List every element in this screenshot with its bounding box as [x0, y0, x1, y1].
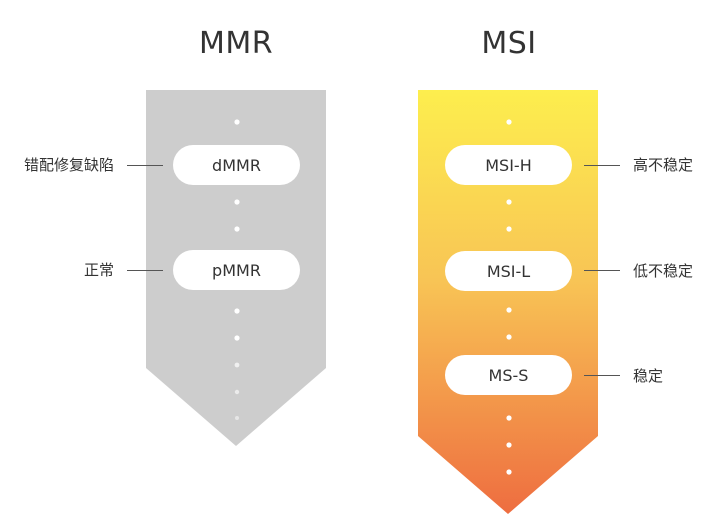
msi-dot — [506, 307, 512, 313]
msi-arrow-body — [418, 90, 598, 514]
msi-dot — [506, 469, 512, 475]
mmr-dot — [234, 226, 240, 232]
pmmr-pill: pMMR — [173, 250, 300, 290]
msi-dot — [506, 119, 512, 125]
mmr-dot — [234, 362, 240, 368]
mmr-dot — [234, 389, 240, 395]
mmr-dot — [235, 416, 239, 420]
dmmr-connector-line — [127, 165, 163, 166]
msi-l-connector-line — [584, 270, 620, 271]
mmr-column-title: MMR — [198, 26, 274, 61]
ms-s-pill: MS-S — [445, 355, 572, 395]
ms-s-connector-line — [584, 375, 620, 376]
pmmr-description: 正常 — [83, 261, 114, 279]
mmr-dot — [234, 308, 240, 314]
dmmr-description: 错配修复缺陷 — [23, 156, 114, 174]
msi-l-pill: MSI-L — [445, 251, 572, 291]
msi-dot — [506, 334, 512, 340]
msi-dot — [506, 442, 512, 448]
msi-dot — [506, 226, 512, 232]
msi-h-pill: MSI-H — [445, 145, 572, 185]
mmr-dot — [234, 119, 240, 125]
msi-column-title: MSI — [481, 26, 537, 61]
dmmr-pill: dMMR — [173, 145, 300, 185]
msi-dot — [506, 199, 512, 205]
msi-dot — [506, 415, 512, 421]
msi-arrow-shape — [418, 90, 598, 514]
ms-s-description: 稳定 — [633, 367, 664, 385]
msi-l-description: 低不稳定 — [633, 262, 694, 280]
pmmr-connector-line — [127, 270, 163, 271]
msi-h-description: 高不稳定 — [633, 156, 694, 174]
msi-h-connector-line — [584, 165, 620, 166]
mmr-dot — [234, 335, 240, 341]
mmr-dot — [234, 199, 240, 205]
